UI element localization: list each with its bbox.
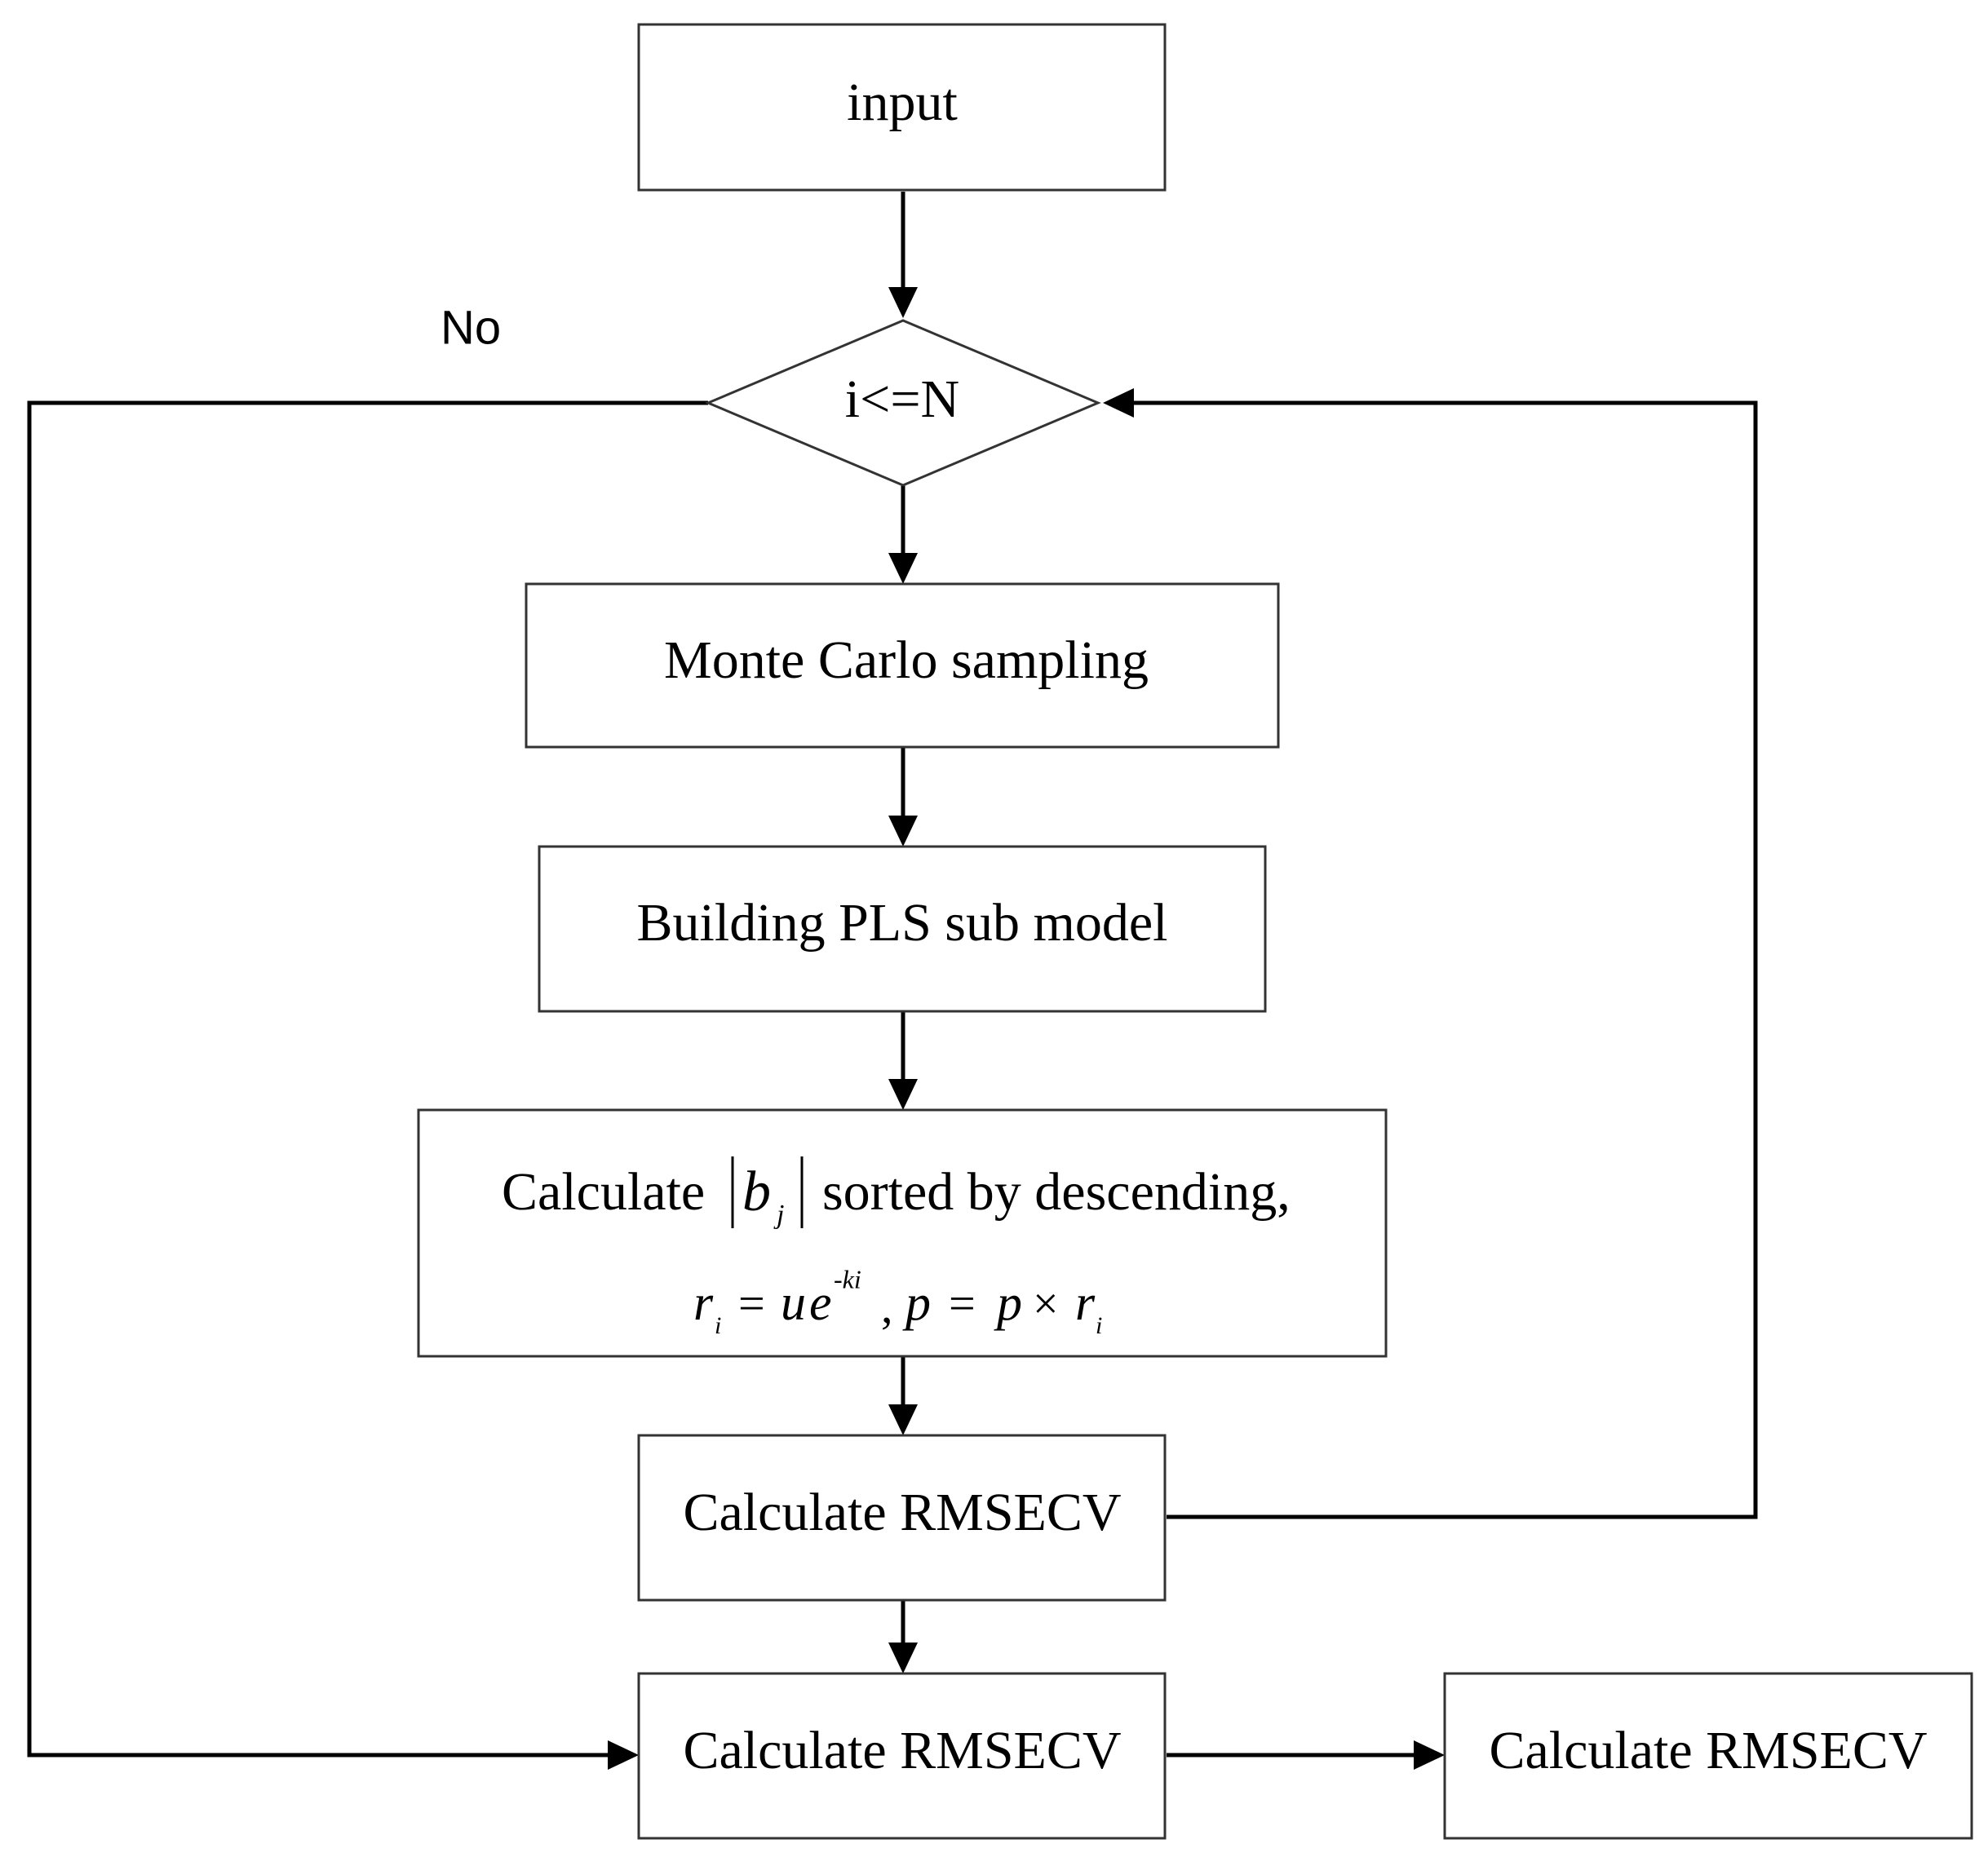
edge-montecarlo-to-pls-arrowhead xyxy=(888,816,918,847)
edge-no-branch xyxy=(27,400,708,1758)
connectors xyxy=(27,192,1758,1770)
abs-subscript-j: j xyxy=(773,1200,784,1230)
node-monte-carlo: Monte Carlo sampling xyxy=(525,582,1280,749)
abs-symbol-b: b xyxy=(742,1161,771,1223)
edge-pls-to-calculate-arrowhead xyxy=(888,1079,918,1110)
node-build-pls-label: Building PLS sub model xyxy=(637,893,1168,953)
formula-times: × xyxy=(1033,1279,1059,1329)
node-build-pls: Building PLS sub model xyxy=(538,845,1267,1013)
edge-decision-to-montecarlo-arrowhead xyxy=(888,553,918,584)
node-calculate-coefficients: Calculate b j sorted by descending, r i … xyxy=(417,1108,1388,1358)
formula-r-subscript: i xyxy=(715,1312,721,1339)
node-decision: i<=N xyxy=(705,319,1101,487)
node-rmsecv-loop-label: Calculate RMSECV xyxy=(683,1483,1121,1542)
node-rmsecv-final-label: Calculate RMSECV xyxy=(683,1721,1121,1780)
formula-r-2: r xyxy=(1075,1276,1096,1331)
formula-r: r xyxy=(693,1276,714,1331)
formula-r-2-subscript: i xyxy=(1096,1312,1102,1339)
formula-comma: , xyxy=(881,1280,893,1333)
edge-input-to-decision-arrowhead xyxy=(888,287,918,318)
node-rmsecv-output-label: Calculate RMSECV xyxy=(1489,1721,1927,1780)
formula-p-1: p xyxy=(902,1276,931,1331)
edge-label-no: No xyxy=(441,301,501,354)
node-decision-label: i<=N xyxy=(845,369,959,429)
node-rmsecv-loop: Calculate RMSECV xyxy=(637,1434,1167,1602)
node-rmsecv-final: Calculate RMSECV xyxy=(637,1672,1167,1840)
calculate-prefix: Calculate xyxy=(502,1162,705,1222)
edge-no-branch-arrowhead xyxy=(608,1740,639,1770)
edge-calculate-to-rmsecv-arrowhead xyxy=(888,1404,918,1435)
edge-rmsecv-to-final-arrowhead xyxy=(888,1643,918,1674)
formula: r i = u e -ki , p = p × r i xyxy=(693,1264,1102,1339)
node-monte-carlo-label: Monte Carlo sampling xyxy=(664,630,1149,690)
formula-exponent: -ki xyxy=(834,1264,861,1293)
formula-equals-1: = xyxy=(738,1276,765,1329)
node-input-label: input xyxy=(847,73,958,132)
edge-final-to-output-arrowhead xyxy=(1414,1740,1445,1770)
calculate-suffix: sorted by descending, xyxy=(822,1162,1291,1222)
edge-loop-back xyxy=(1134,400,1758,1519)
formula-equals-2: = xyxy=(949,1276,976,1329)
node-input: input xyxy=(637,23,1167,192)
formula-e: e xyxy=(809,1276,832,1331)
formula-p-2: p xyxy=(994,1276,1022,1331)
formula-u: u xyxy=(781,1276,806,1331)
edge-loop-back-arrowhead xyxy=(1103,388,1134,418)
node-rmsecv-output: Calculate RMSECV xyxy=(1443,1672,1973,1840)
